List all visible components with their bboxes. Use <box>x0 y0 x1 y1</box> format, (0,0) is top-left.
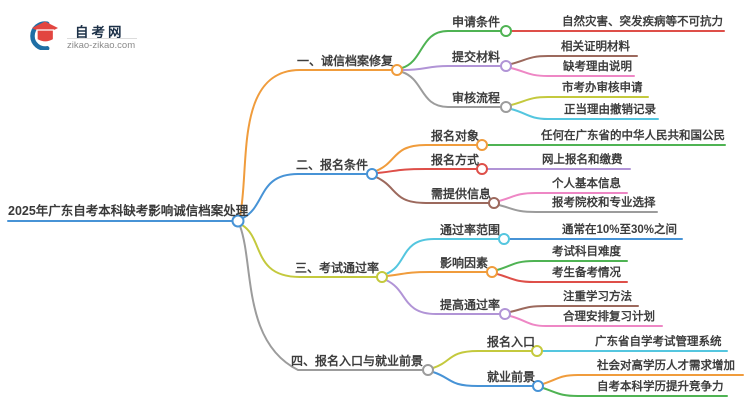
logo-domain: zikao-zikao.com <box>67 40 136 51</box>
dot-branch4 <box>422 364 434 376</box>
b4-c1-label: 报名入口 <box>487 335 536 349</box>
edge-b1-c3 <box>401 71 502 108</box>
edge-b3-c2-l2 <box>496 273 628 283</box>
dot-b1-c3 <box>500 101 512 113</box>
edge-branch3 <box>241 224 378 278</box>
b1-c3-label: 审核流程 <box>452 91 501 105</box>
graduation-cap-icon <box>30 21 58 50</box>
b3-c3-label: 提高通过率 <box>440 298 501 312</box>
root-node-label: 2025年广东自考本科缺考影响诚信档案处理 <box>8 204 249 218</box>
branch1-label: 一、诚信档案修复 <box>297 54 394 68</box>
edge-b2-c1 <box>375 144 478 172</box>
dot-b1-c1 <box>500 25 512 37</box>
b2-c1-leaf1-label: 任何在广东省的中华人民共和国公民 <box>541 130 725 142</box>
branch2-label: 二、报名条件 <box>296 158 369 172</box>
b2-c2-leaf1-label: 网上报名和缴费 <box>542 154 623 166</box>
logo-cap-base-shape <box>36 29 55 43</box>
branch4-label: 四、报名入口与就业前景 <box>291 354 424 368</box>
edge-b1-c1 <box>401 30 502 69</box>
edge-b2-c3-l2 <box>498 204 658 213</box>
edge-b3-c2 <box>386 271 488 277</box>
b3-c2-leaf2-label: 考生备考情况 <box>552 267 621 279</box>
edge-b3-c2-l1 <box>496 260 628 271</box>
edge-b1-c2 <box>402 65 502 71</box>
b2-c3-leaf1-label: 个人基本信息 <box>552 178 621 190</box>
edge-b3-c1 <box>385 238 500 275</box>
b1-c1-leaf1-label: 自然灾害、突发疾病等不可抗力 <box>562 16 723 28</box>
site-logo: 自考网 zikao-zikao.com <box>30 20 160 56</box>
b4-c2-label: 就业前景 <box>487 370 536 384</box>
b2-c1-label: 报名对象 <box>431 129 480 143</box>
edge-b4-c2-l1 <box>542 374 744 385</box>
dot-branch1 <box>391 64 403 76</box>
edge-branch4 <box>239 225 424 371</box>
b1-c1-label: 申请条件 <box>452 15 501 29</box>
dot-b4-c1 <box>531 345 543 357</box>
dot-b3-c3 <box>499 308 511 320</box>
edge-b1-c2-l1 <box>510 55 638 65</box>
edge-b1-c3-l1 <box>510 96 649 106</box>
logo-divider <box>67 37 137 39</box>
dot-root <box>231 214 245 228</box>
b3-c3-leaf1-label: 注重学习方法 <box>563 291 632 303</box>
b2-c3-label: 需提供信息 <box>431 187 492 201</box>
edge-b2-c2 <box>376 168 478 174</box>
dot-b1-c2 <box>500 60 512 72</box>
b1-c3-leaf1-label: 市考办审核申请 <box>562 82 643 94</box>
edge-b1-c2-l2 <box>510 67 635 77</box>
b2-c3-leaf2-label: 报考院校和专业选择 <box>552 197 656 209</box>
b1-c2-leaf2-label: 缺考理由说明 <box>563 61 632 73</box>
branch3-label: 三、考试通过率 <box>295 261 380 275</box>
dot-b4-c2 <box>532 380 544 392</box>
dot-branch3 <box>376 271 388 283</box>
b2-c2-label: 报名方式 <box>431 153 480 167</box>
b3-c3-leaf2-label: 合理安排复习计划 <box>563 311 655 323</box>
dot-branch2 <box>366 168 378 180</box>
b4-c1-leaf1-label: 广东省自学考试管理系统 <box>595 336 722 348</box>
dot-b2-c3 <box>488 197 500 209</box>
b3-c1-label: 通过率范围 <box>440 223 501 237</box>
edge-b2-c3-l1 <box>498 192 628 202</box>
edge-branch1 <box>239 69 393 217</box>
b1-c2-label: 提交材料 <box>452 50 501 64</box>
b1-c3-leaf2-label: 正当理由撤销记录 <box>564 104 656 116</box>
dot-b3-c1 <box>498 233 510 245</box>
edge-branch2 <box>242 173 368 219</box>
b4-c2-leaf1-label: 社会对高学历人才需求增加 <box>597 360 735 372</box>
b3-c2-label: 影响因素 <box>440 256 489 270</box>
edge-b4-c2-l2 <box>542 387 728 397</box>
dot-b2-c2 <box>476 163 488 175</box>
dot-b3-c2 <box>486 266 498 278</box>
b3-c1-leaf1-label: 通常在10%至30%之间 <box>562 224 678 236</box>
edge-b4-c1 <box>432 350 533 369</box>
edge-b3-c3-l2 <box>509 315 663 327</box>
edge-b2-c3 <box>375 176 490 204</box>
b1-c2-leaf1-label: 相关证明材料 <box>561 41 630 53</box>
edge-b3-c3 <box>385 279 501 315</box>
b3-c2-leaf1-label: 考试科目难度 <box>552 246 621 258</box>
dot-b2-c1 <box>476 139 488 151</box>
logo-title: 自考网 <box>75 25 125 40</box>
edge-b4-c2 <box>432 371 534 387</box>
b4-c2-leaf2-label: 自考本科学历提升竞争力 <box>597 381 724 393</box>
edge-b1-c3-l2 <box>510 108 659 120</box>
edge-b3-c3-l1 <box>509 305 639 313</box>
